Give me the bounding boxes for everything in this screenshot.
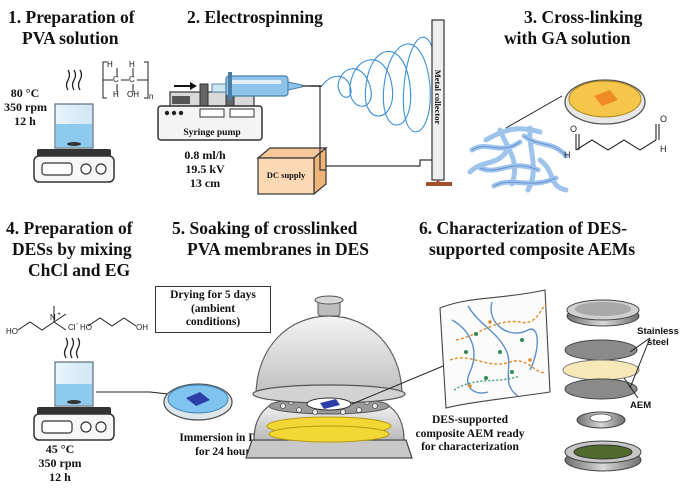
des-hotplate-setup	[33, 337, 115, 441]
immersion-petri-dish	[163, 383, 233, 421]
pointer-line	[351, 363, 449, 405]
hotplate-top	[37, 149, 111, 157]
heat-wave	[65, 69, 71, 91]
metal-collector	[426, 19, 452, 186]
aem-membrane	[439, 289, 551, 409]
heat-wave	[77, 69, 83, 91]
fiber-mat-outline	[471, 135, 567, 187]
pva-temperature: 80 °C	[10, 86, 40, 100]
pva-hotplate-setup	[33, 69, 115, 183]
step4-title-line1: 4. Preparation of	[6, 218, 133, 238]
syringe-pump-label: Syringe pump	[183, 128, 241, 138]
step1-title-line2: PVA solution	[22, 28, 119, 48]
step5-title-line1: 5. Soaking of crosslinked	[172, 218, 358, 238]
coin-cell-stack	[562, 299, 651, 472]
step1-title-line1: 1. Preparation of	[8, 7, 135, 27]
stainless-steel-disc-1	[564, 339, 638, 361]
petri-dish-ga	[564, 79, 646, 125]
hotplate-knob	[95, 163, 107, 175]
pva-n: n	[149, 92, 154, 101]
step3-title-line2: with GA solution	[504, 28, 631, 48]
des-time: 12 h	[49, 470, 71, 484]
distance: 13 cm	[189, 176, 221, 190]
pva-formula	[102, 61, 149, 99]
glutaraldehyde-structure	[575, 124, 660, 151]
des-temperature: 45 °C	[45, 442, 75, 456]
immersion-note: Immersion in DES for 24 hours	[179, 432, 271, 458]
svg-text:HO: HO	[80, 323, 92, 332]
svg-text:HO: HO	[6, 327, 18, 336]
hotplate-knob	[80, 163, 92, 175]
syringe	[211, 72, 322, 100]
metal-collector-label: Metal collector	[433, 69, 443, 125]
spring-washer	[576, 411, 626, 429]
electrospin-conditions: 0.8 ml/h 19.5 kV 13 cm	[178, 148, 232, 190]
step4-title-line2: DESs by mixing	[12, 239, 132, 259]
des-speed: 350 rpm	[38, 456, 82, 470]
pva-c-1: C	[113, 75, 119, 84]
pva-c-2: C	[129, 75, 135, 84]
stainless-steel-label: Stainless steel	[637, 326, 679, 348]
step3-title-line1: 3. Cross-linking	[524, 7, 643, 27]
aem-ready-note: DES-supported composite AEM ready for ch…	[415, 414, 525, 453]
aem-disc	[562, 359, 640, 381]
step6-title-line1: 6. Characterization of DES-	[419, 218, 628, 238]
svg-text:+: +	[57, 311, 61, 318]
fiber-mat	[467, 125, 569, 193]
stainless-steel-disc-2	[564, 378, 638, 400]
beaker-liquid	[56, 124, 92, 147]
svg-text:O: O	[570, 124, 577, 134]
svg-text:N: N	[50, 313, 56, 322]
step5-title-line2: PVA membranes in DES	[187, 239, 369, 259]
cell-bottom-can	[564, 440, 642, 472]
desiccator	[245, 295, 413, 459]
pva-speed: 350 rpm	[4, 100, 47, 114]
pointer-line	[505, 95, 563, 129]
svg-text:Cl: Cl	[68, 323, 76, 332]
dc-supply	[256, 85, 432, 196]
step6-title-line2: supported composite AEMs	[429, 239, 636, 259]
pointer-line	[96, 391, 169, 395]
svg-text:-: -	[76, 321, 79, 328]
aem-label: AEM	[630, 400, 652, 411]
chcl-eg-structure	[17, 306, 137, 331]
pva-conditions: 80 °C 350 rpm 12 h	[4, 86, 47, 128]
dc-supply-label: DC supply	[266, 170, 306, 180]
step2-title: 2. Electrospinning	[187, 7, 323, 27]
step4-title-line3: ChCl and EG	[28, 260, 131, 280]
svg-text:H: H	[660, 144, 667, 154]
pva-h-top-1: H	[107, 60, 113, 69]
pva-oh: OH	[127, 90, 139, 99]
voltage: 19.5 kV	[185, 162, 225, 176]
pva-h-top-2: H	[129, 60, 135, 69]
des-conditions: 45 °C 350 rpm 12 h	[30, 442, 90, 484]
hotplate-display	[41, 162, 73, 176]
svg-text:O: O	[660, 114, 667, 124]
pva-time: 12 h	[14, 114, 36, 128]
electrospinning-jet	[321, 36, 439, 133]
stir-bar	[67, 142, 81, 146]
flow-rate: 0.8 ml/h	[184, 148, 226, 162]
pva-h-bottom: H	[113, 90, 119, 99]
svg-text:H: H	[564, 150, 571, 160]
drying-note: Drying for 5 days (ambient conditions)	[155, 286, 271, 333]
cell-top-cap	[566, 299, 640, 327]
syringe-pump	[157, 82, 263, 141]
heat-wave	[71, 69, 77, 91]
svg-text:OH: OH	[136, 323, 148, 332]
